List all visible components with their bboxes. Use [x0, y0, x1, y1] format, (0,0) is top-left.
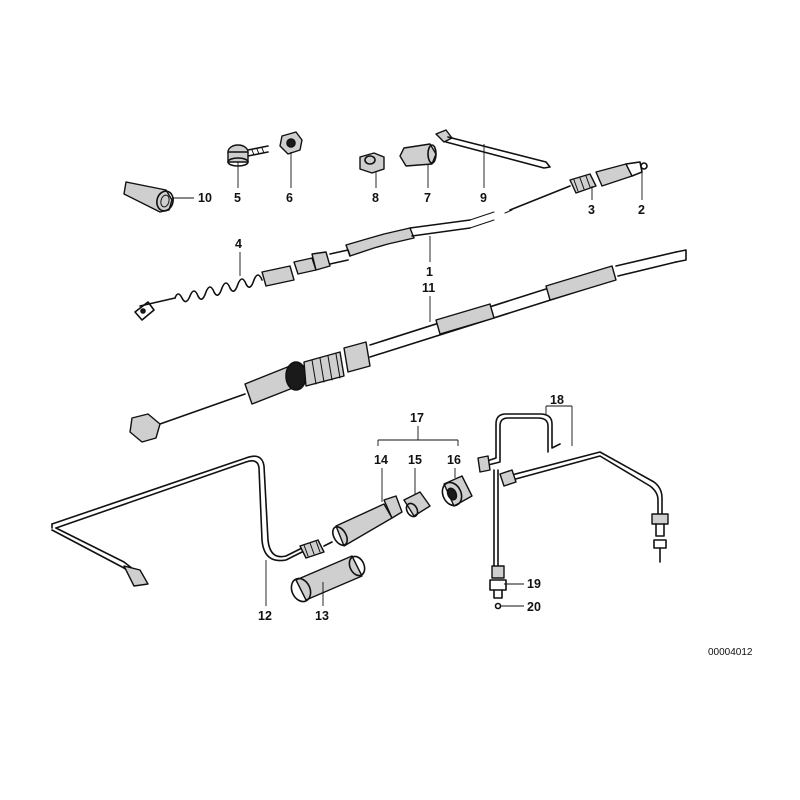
bent-tube-icon[interactable] — [477, 413, 669, 577]
callout-1: 1 — [426, 265, 433, 279]
callout-17: 17 — [410, 411, 424, 425]
diagram-code: 00004012 — [708, 647, 753, 658]
callout-5: 5 — [234, 191, 241, 205]
rigid-tube-icon[interactable] — [51, 455, 333, 587]
grip-sleeve-14-icon[interactable] — [330, 495, 403, 548]
handle-grip-icon[interactable] — [288, 554, 368, 605]
callout-19: 19 — [527, 577, 541, 591]
callout-15: 15 — [408, 453, 422, 467]
bottom-fitting-icon[interactable] — [489, 565, 507, 610]
leader-lines — [172, 144, 643, 607]
callout-4: 4 — [235, 237, 242, 251]
callout-3: 3 — [588, 203, 595, 217]
callout-11: 11 — [422, 281, 435, 295]
bolt-icon[interactable] — [227, 144, 269, 167]
sleeve-icon[interactable] — [399, 143, 437, 167]
grip-sleeve-icon[interactable] — [123, 181, 175, 213]
clutch-cable-icon[interactable] — [134, 211, 495, 321]
callout-8: 8 — [372, 191, 379, 205]
callout-14: 14 — [374, 453, 388, 467]
callout-9: 9 — [480, 191, 487, 205]
cable-end-fitting-icon[interactable] — [504, 161, 648, 214]
nut-icon[interactable] — [279, 131, 303, 155]
callout-18: 18 — [550, 393, 564, 407]
callout-labels: 10 5 6 8 7 9 3 2 4 1 11 17 18 14 15 16 1… — [198, 191, 645, 623]
callout-12: 12 — [258, 609, 272, 623]
bushing-icon[interactable] — [359, 152, 385, 174]
collar-icon[interactable] — [403, 491, 431, 519]
long-cable-icon[interactable] — [129, 249, 687, 443]
callout-10: 10 — [198, 191, 212, 205]
callout-13: 13 — [315, 609, 329, 623]
knurled-knob-icon[interactable] — [439, 475, 473, 509]
callout-16: 16 — [447, 453, 461, 467]
callout-6: 6 — [286, 191, 293, 205]
cable-tie-icon[interactable] — [435, 129, 551, 169]
callout-2: 2 — [638, 203, 645, 217]
callout-20: 20 — [527, 600, 541, 614]
callout-7: 7 — [424, 191, 431, 205]
